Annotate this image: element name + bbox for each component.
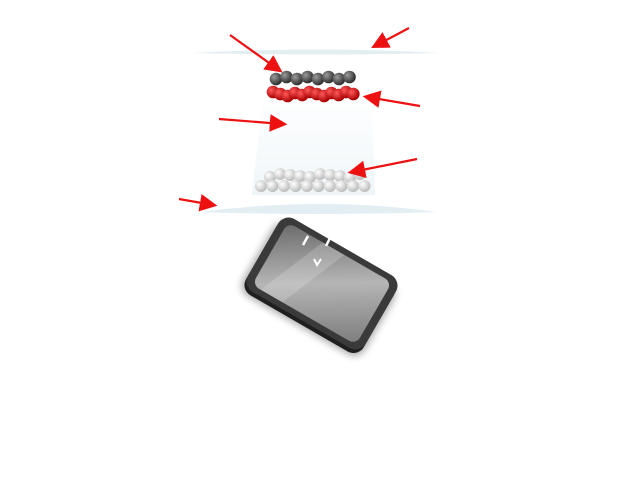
arrow-column xyxy=(218,114,288,132)
arrow-dark-layer xyxy=(229,34,283,73)
arrow-bottom-plate xyxy=(178,194,218,212)
white-sphere xyxy=(274,168,286,180)
white-sphere xyxy=(314,168,326,180)
white-sphere xyxy=(324,169,336,181)
tablet-device xyxy=(241,217,398,356)
white-sphere xyxy=(255,180,267,192)
dark-sphere xyxy=(301,70,314,84)
dark-sphere-layer xyxy=(269,70,356,86)
white-sphere xyxy=(324,180,336,192)
dark-sphere xyxy=(322,70,335,84)
white-sphere xyxy=(284,169,296,181)
dark-sphere xyxy=(343,70,356,84)
device-connector-marks xyxy=(301,235,332,267)
white-sphere xyxy=(289,180,302,192)
red-sphere xyxy=(347,87,360,101)
bottom-electrode-plate xyxy=(200,204,436,214)
arrow-red-layer xyxy=(362,90,421,108)
white-sphere xyxy=(335,180,348,192)
white-sphere xyxy=(334,170,346,182)
top-electrode-plate xyxy=(192,49,440,55)
dark-sphere xyxy=(269,72,283,86)
tablet-screen xyxy=(254,225,390,342)
dark-sphere xyxy=(311,72,325,86)
dark-sphere xyxy=(280,70,293,84)
dark-sphere xyxy=(332,72,346,86)
white-sphere xyxy=(264,171,276,183)
arrows xyxy=(178,27,421,212)
white-sphere xyxy=(301,180,313,192)
white-sphere xyxy=(358,180,371,192)
dark-sphere xyxy=(290,72,304,86)
white-sphere xyxy=(294,170,306,182)
white-sphere xyxy=(347,180,359,192)
red-sphere-layer xyxy=(266,85,360,103)
arrow-white-layer xyxy=(347,157,418,179)
white-sphere xyxy=(278,180,290,192)
white-sphere xyxy=(266,180,279,192)
arrow-top-plate xyxy=(371,27,410,49)
white-sphere xyxy=(312,180,325,192)
